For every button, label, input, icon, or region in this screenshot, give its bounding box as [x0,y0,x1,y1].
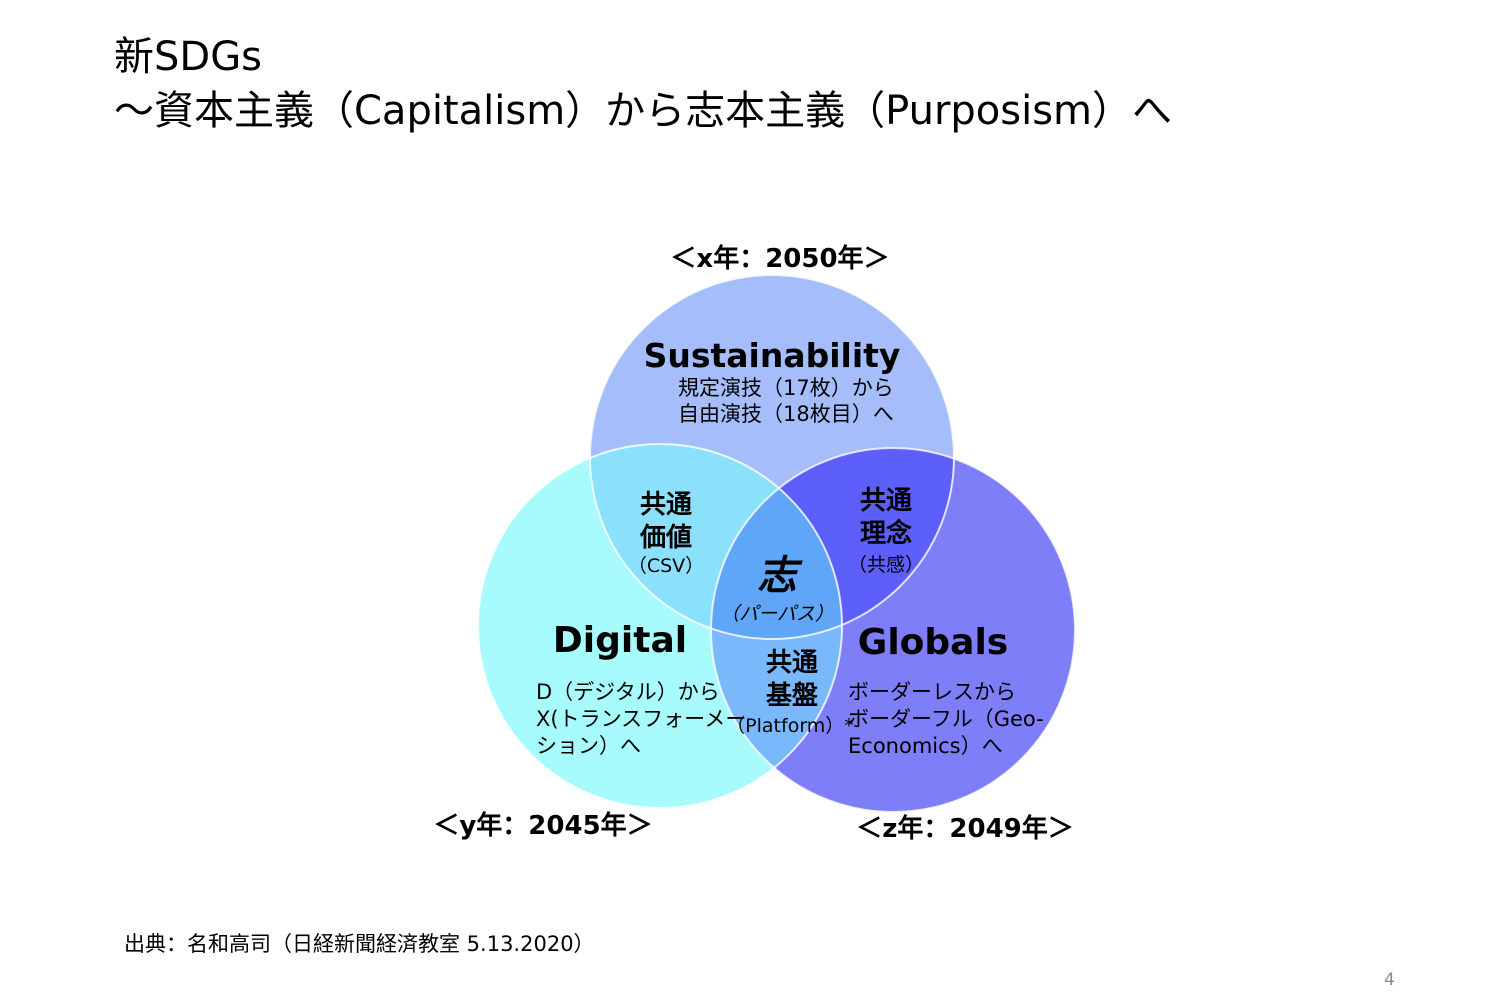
digital-line-1: D（デジタル）から [536,680,720,704]
platform-line-1: 共通 [766,648,818,678]
platform-line-2: 基盤 [766,681,819,711]
sustainability-title: Sustainability [644,336,901,375]
globals-line-3: Economics）へ [848,734,1003,758]
digital-line-2: X(トランスフォーメー [536,707,746,731]
globals-line-2: ボーダーフル（Geo- [848,707,1044,731]
title-line-2: ～資本主義（Capitalism）から志本主義（Purposism）へ [114,88,1173,134]
empathy-line-1: 共通 [860,486,912,516]
slide-title: 新SDGs ～資本主義（Capitalism）から志本主義（Purposism）… [114,30,1172,138]
center-main: 志 [757,553,803,599]
platform-sub: （Platform）* [726,715,854,737]
digital-line-3: ション）へ [536,734,641,758]
csv-line-1: 共通 [640,490,692,520]
top-year-label: ＜x年：2050年＞ [670,243,889,274]
csv-sub: （CSV） [628,555,704,577]
globals-line-1: ボーダーレスから [848,680,1016,704]
title-line-1: 新SDGs [114,34,263,80]
left-year-label: ＜y年：2045年＞ [433,810,652,841]
digital-title: Digital [553,620,687,661]
center-overlap [711,448,842,639]
empathy-sub: （共感） [848,554,924,576]
page-number: 4 [1384,970,1395,990]
csv-line-2: 価値 [639,523,692,553]
center-sub: （パーパス） [720,603,834,625]
empathy-line-2: 理念 [860,518,912,549]
sustainability-line-2: 自由演技（18枚目）へ [678,402,894,426]
right-year-label: ＜z年：2049年＞ [856,813,1074,844]
source-citation: 出典：名和高司（日経新聞経済教室 5.13.2020） [124,932,595,956]
sustainability-line-1: 規定演技（17枚）から [678,376,894,400]
globals-title: Globals [858,622,1008,663]
